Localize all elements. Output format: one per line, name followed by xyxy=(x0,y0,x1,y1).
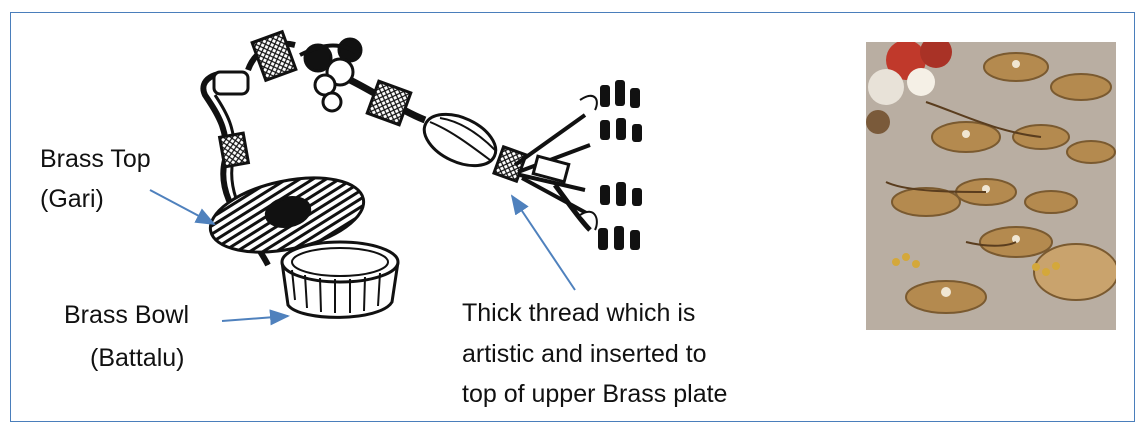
arrow-brass-top xyxy=(150,190,214,224)
label-brass-bowl-name: (Battalu) xyxy=(90,341,184,375)
cymbals-photo xyxy=(866,42,1116,330)
label-brass-top: Brass Top xyxy=(40,142,151,176)
label-thread-line3: top of upper Brass plate xyxy=(462,377,727,411)
arrow-thread xyxy=(512,196,575,290)
label-thread-line2: artistic and inserted to xyxy=(462,337,707,371)
label-brass-top-name: (Gari) xyxy=(40,182,104,216)
arrow-brass-bowl xyxy=(222,316,288,321)
label-thread-line1: Thick thread which is xyxy=(462,296,695,330)
label-brass-bowl: Brass Bowl xyxy=(64,298,189,332)
brass-bowl-drawing xyxy=(282,242,398,317)
